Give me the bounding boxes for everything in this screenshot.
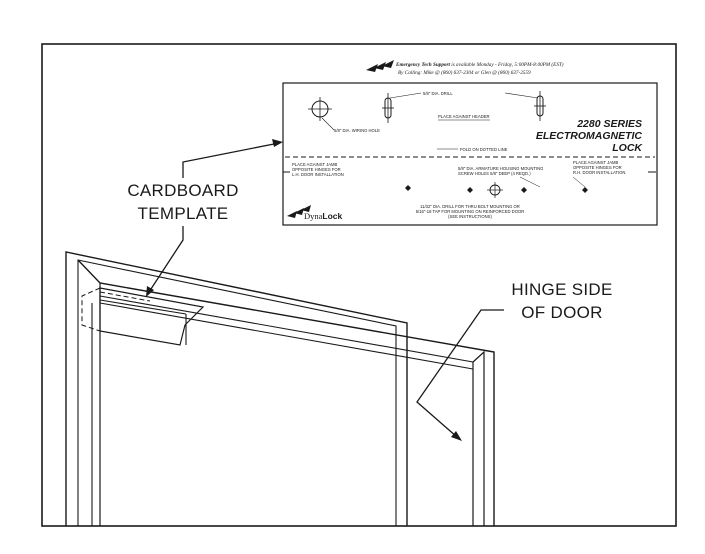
right-jamb-text-3: R.H. DOOR INSTALLATION (573, 170, 625, 175)
left-jamb-text-3: L.H. DOOR INSTALLATION (292, 172, 344, 177)
fold-line-label: FOLD ON DOTTED LINE (460, 147, 508, 152)
dynalock-mini-logo (366, 60, 394, 72)
drill-slot-right (534, 91, 546, 121)
hinge-callout-line1: HINGE SIDE (511, 280, 612, 299)
support-line-1: Emergency Tech Support is available Mond… (395, 61, 564, 68)
thru-bolt-crosshair (487, 182, 503, 198)
cardboard-callout-line2: TEMPLATE (138, 204, 229, 223)
wiring-hole-crosshair (308, 97, 332, 121)
left-jamb-text-1: PLACE AGAINST JAMB (292, 162, 338, 167)
mount-mark-4 (582, 187, 588, 193)
cardboard-leader-upper (182, 139, 283, 178)
outer-frame (41, 43, 677, 527)
cardboard-template: Emergency Tech Support is available Mond… (282, 60, 658, 226)
cardboard-callout-line1: CARDBOARD (127, 181, 238, 200)
place-header-label: PLACE AGAINST HEADER (438, 114, 490, 119)
right-jamb-text-1: PLACE AGAINST JAMB (573, 160, 619, 165)
support-line-2: By Calling: Mike @ (860) 637-2304 or Gle… (398, 69, 531, 76)
hinge-callout-line2: OF DOOR (521, 303, 602, 322)
wiring-hole-label: 5/8" DIA. WIRING HOLE (334, 128, 380, 133)
thru-bolt-text-2: 5/16"-18 TAP FOR MOUNTING ON REINFORCED … (416, 209, 525, 214)
cardboard-leader-lower (146, 226, 184, 297)
armature-text-2: SCREW HOLES 5/8" DEEP (4 REQD.) (458, 171, 531, 176)
armature-text-1: 5/8" DIA. ARMATURE HOUSING MOUNTING (458, 166, 543, 171)
template-on-header (81, 287, 205, 346)
drill-slot-left (382, 93, 394, 123)
hinge-leader (416, 309, 504, 441)
thru-bolt-text-1: 11/32" DIA. DRILL FOR THRU BOLT MOUNTING… (420, 204, 520, 209)
series-title: 2280 SERIES (576, 118, 642, 130)
mount-mark-3 (521, 187, 527, 193)
mount-mark-2 (467, 187, 473, 193)
left-jamb-text-2: OPPOSITE HINGES FOR (292, 167, 341, 172)
mount-mark-1 (405, 185, 411, 191)
thru-bolt-text-3: (SEE INSTRUCTIONS) (448, 214, 492, 219)
right-jamb-text-2: OPPOSITE HINGES FOR (573, 165, 622, 170)
drill-label: 5/8" DIA. DRILL (423, 91, 453, 96)
product-title-1: ELECTROMAGNETIC (536, 130, 643, 142)
dynalock-logo-icon (287, 205, 311, 218)
template-sheet (282, 82, 658, 226)
product-title-2: LOCK (612, 142, 643, 154)
dynalock-brand: DynaLock (304, 211, 343, 221)
